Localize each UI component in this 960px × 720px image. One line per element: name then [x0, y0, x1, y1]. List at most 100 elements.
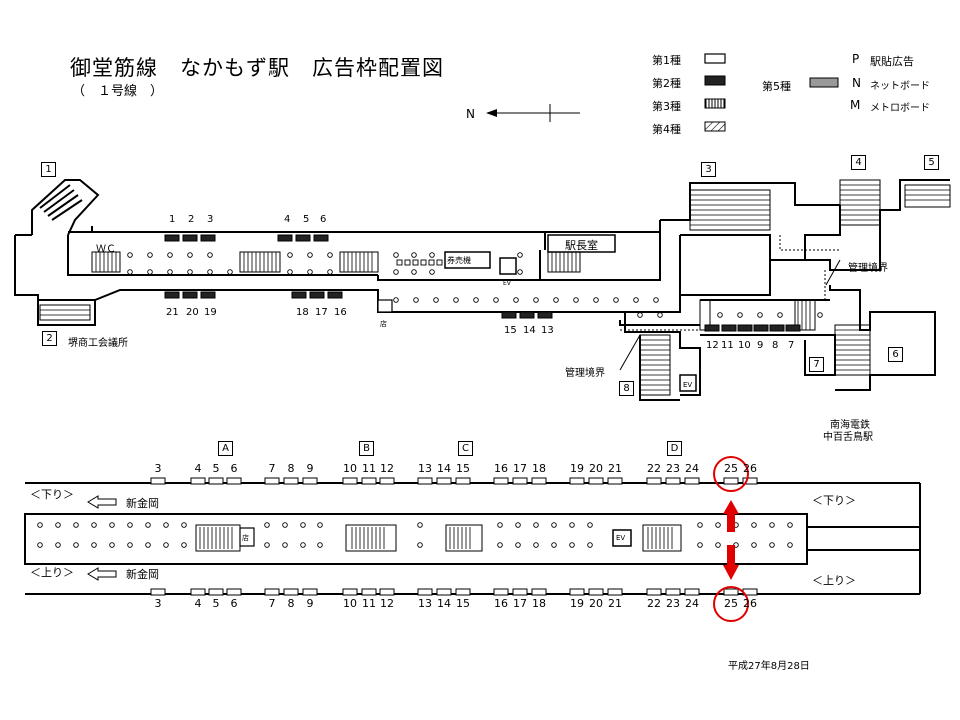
platform-ad-number: 6 [230, 597, 238, 610]
platform-pillar [587, 542, 593, 548]
platform-pillar [282, 522, 288, 528]
platform-pillar [109, 542, 115, 548]
legend-p-text: 駅貼広告 [870, 55, 914, 68]
platform-ad-box [493, 477, 509, 485]
concourse-num: 17 [315, 307, 328, 318]
platform-ad-number: 25 [724, 597, 738, 610]
platform-pillar [533, 522, 539, 528]
platform-ad-number: 20 [589, 462, 603, 475]
destination-up: 新金岡 [126, 568, 159, 581]
platform-pillar [181, 522, 187, 528]
platform-ad-box [569, 477, 585, 485]
platform-pillar [127, 522, 133, 528]
platform-pillar [587, 522, 593, 528]
concourse-num: 19 [204, 307, 217, 318]
platform-pillar [37, 522, 43, 528]
platform-pillar [769, 522, 775, 528]
platform-ad-number: 11 [362, 597, 376, 610]
concourse-num: 12 [706, 340, 719, 351]
platform-ad-number: 10 [343, 597, 357, 610]
platform-ad-number: 26 [743, 462, 757, 475]
platform-ad-box [379, 588, 395, 596]
down-direction-label-right: ＜下り＞ [812, 494, 856, 507]
shop-label-concourse: 店 [380, 320, 387, 328]
platform-pillar [37, 542, 43, 548]
platform-ad-number: 24 [685, 597, 699, 610]
platform-ad-number: 5 [212, 462, 220, 475]
platform-section-d: D [667, 441, 682, 456]
exit-5-label: 5 [924, 155, 939, 170]
platform-pillar [417, 522, 423, 528]
platform-ad-box [493, 588, 509, 596]
platform-ad-box [226, 588, 242, 596]
platform-ad-number: 23 [666, 597, 680, 610]
platform-pillar [551, 522, 557, 528]
up-direction-label: ＜上り＞ [30, 566, 74, 579]
exit-4-label: 4 [851, 155, 866, 170]
platform-ad-box [723, 477, 739, 485]
boundary-leaders [619, 259, 841, 371]
destination-down: 新金岡 [126, 497, 159, 510]
platform-ad-number: 15 [456, 462, 470, 475]
platform-pillar [317, 522, 323, 528]
stationmaster-box [547, 234, 616, 253]
concourse-num: 16 [334, 307, 347, 318]
platform-ad-box [379, 477, 395, 485]
platform-pillar [73, 522, 79, 528]
platform-ad-number: 19 [570, 597, 584, 610]
platform-pillar [715, 522, 721, 528]
platform-ad-box [455, 588, 471, 596]
concourse-num: 8 [772, 340, 779, 351]
legend-type3: 第3種 [652, 100, 681, 113]
ev-label-concourse: EV [503, 280, 511, 287]
platform-ad-number: 5 [212, 597, 220, 610]
platform-ad-box [531, 477, 547, 485]
platform-ad-number: 12 [380, 597, 394, 610]
date-label: 平成27年8月28日 [728, 661, 810, 672]
platform-ad-number: 9 [306, 597, 314, 610]
platform-ad-number: 15 [456, 597, 470, 610]
concourse-num: 3 [207, 214, 214, 225]
platform-pillar [569, 522, 575, 528]
concourse-plan [14, 179, 950, 401]
concourse-num: 20 [186, 307, 199, 318]
platform-ad-number: 6 [230, 462, 238, 475]
platform-ad-box [569, 588, 585, 596]
platform-pillar [145, 522, 151, 528]
platform-pillar [145, 542, 151, 548]
platform-ad-number: 8 [287, 462, 295, 475]
platform-ad-box [607, 588, 623, 596]
platform-ad-box [264, 477, 280, 485]
page-title: 御堂筋線 なかもず駅 広告枠配置図 [70, 56, 444, 80]
up-direction-label-right: ＜上り＞ [812, 574, 856, 587]
platform-ad-boxes [150, 477, 758, 596]
platform-ad-box [684, 588, 700, 596]
platform-ad-box [150, 588, 166, 596]
platform-ad-number: 23 [666, 462, 680, 475]
platform-ad-box [646, 588, 662, 596]
ev-box-concourse [499, 257, 517, 275]
platform-pillars [37, 522, 793, 548]
platform-pillar [317, 542, 323, 548]
nankai-label-1: 南海電鉄 [830, 420, 870, 431]
legend-type4: 第4種 [652, 123, 681, 136]
platform-ad-box [455, 477, 471, 485]
page-subtitle: （ １号線 ） [72, 84, 164, 99]
platform-ad-number: 8 [287, 597, 295, 610]
direction-arrows [87, 495, 117, 581]
platform-ad-number: 10 [343, 462, 357, 475]
platform-ad-box [665, 588, 681, 596]
platform-pillar [109, 522, 115, 528]
platform-ad-number: 14 [437, 597, 451, 610]
legend-p-label: P [852, 52, 860, 66]
platform-pillar [73, 542, 79, 548]
boundary-label-1: 管理境界 [565, 368, 605, 379]
concourse-num: 15 [504, 325, 517, 336]
platform-pillar [417, 542, 423, 548]
platform-pillar [91, 522, 97, 528]
ev-label-platform: EV [616, 534, 626, 542]
wc-label: ＷＣ [96, 244, 116, 255]
concourse-num: 14 [523, 325, 536, 336]
